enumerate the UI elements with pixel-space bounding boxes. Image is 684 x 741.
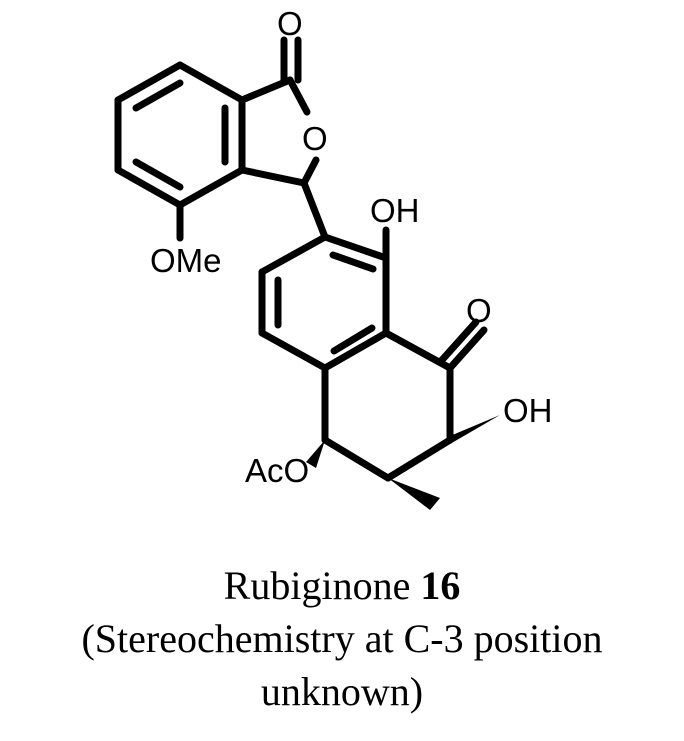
lactone-ring-o-label: O [302, 120, 328, 157]
phenol-oh-label: OH [370, 192, 420, 229]
stereochemistry-note-line2: unknown) [260, 669, 424, 714]
aromatic-ring-right [258, 233, 390, 372]
alcohol-oh-label: OH [503, 392, 553, 429]
acetoxy-label: AcO [245, 452, 309, 489]
benzene-ring-left [114, 61, 246, 209]
linker-bond [300, 179, 329, 241]
compound-name: Rubiginone [223, 563, 411, 608]
wedge-oac [306, 440, 325, 468]
wedge-oh [450, 415, 500, 444]
methoxy-label: OMe [150, 242, 222, 279]
ketone-o-label: O [466, 292, 492, 329]
stereochemistry-note-line1: (Stereochemistry at C-3 position [81, 616, 603, 661]
wedge-methyl [388, 478, 440, 510]
lactone-carbonyl-o-label: O [277, 5, 303, 42]
compound-caption: Rubiginone 16 [0, 562, 684, 610]
cyclohexanone-ring [321, 318, 488, 482]
lactone-ring [238, 36, 320, 187]
compound-number: 16 [420, 563, 461, 608]
